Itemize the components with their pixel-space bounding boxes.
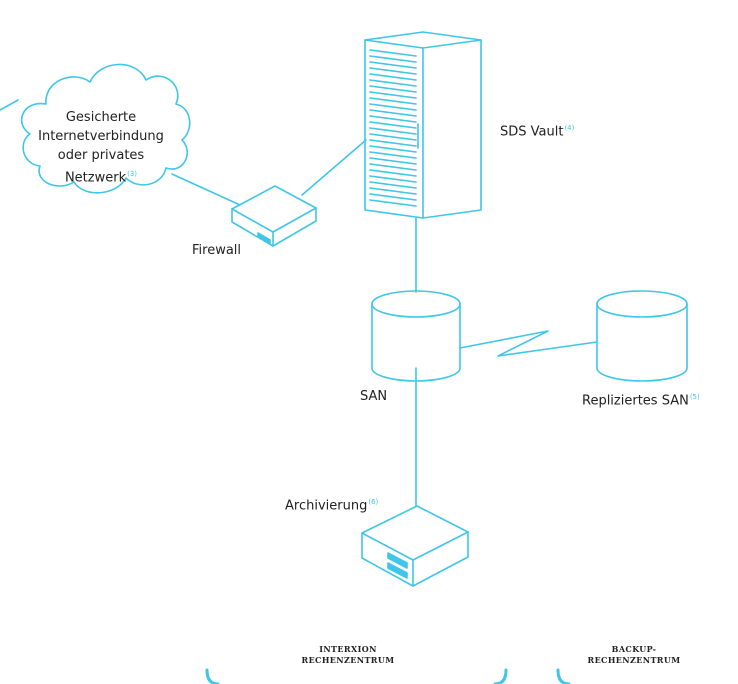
backup-bracket (556, 668, 571, 684)
archive-label: Archivierung (285, 498, 368, 514)
cloud-shape (20, 63, 191, 194)
cloud-label-line-3: oder privates (57, 148, 145, 163)
vault-label-group: SDS Vault(4) (500, 120, 574, 140)
vault-ref: (4) (564, 124, 575, 132)
firewall-label: Firewall (192, 243, 242, 258)
cloud-label-line-4: Netzwerk (64, 170, 127, 186)
vault-label: SDS Vault (500, 124, 564, 140)
archive-device (361, 505, 469, 587)
replicated-san-label: Repliziertes SAN (582, 393, 689, 409)
san-label: SAN (360, 389, 388, 404)
replicated-san-cylinder (596, 290, 688, 382)
backup-datacenter-label: BACKUP- RECHENZENTRUM (582, 644, 686, 666)
link-firewall-to-vault (301, 139, 367, 196)
cloud-label-line-1: Gesicherte (65, 110, 137, 125)
vault-server-rack (364, 31, 482, 219)
cloud-label: Gesicherte Internetverbindung oder priva… (36, 108, 166, 187)
interxion-bracket (205, 668, 508, 684)
interxion-line-1: INTERXION (319, 644, 377, 654)
san-cylinder (371, 290, 461, 382)
interxion-datacenter-label: INTERXION RECHENZENTRUM (290, 644, 406, 666)
link-cloud-to-firewall (171, 173, 241, 206)
interxion-line-2: RECHENZENTRUM (301, 655, 395, 665)
link-left-to-cloud (0, 99, 19, 111)
archive-label-group: Archivierung(6) (285, 494, 378, 514)
archive-ref: (6) (368, 498, 379, 506)
backup-line-2: RECHENZENTRUM (587, 655, 681, 665)
replicated-san-ref: (5) (689, 393, 700, 401)
link-san-replication (459, 330, 598, 357)
replicated-san-label-group: Repliziertes SAN(5) (582, 389, 700, 409)
cloud-ref: (3) (127, 170, 138, 178)
backup-line-1: BACKUP- (611, 644, 657, 654)
firewall-device (231, 185, 317, 247)
cloud-label-line-2: Internetverbindung (38, 129, 164, 144)
